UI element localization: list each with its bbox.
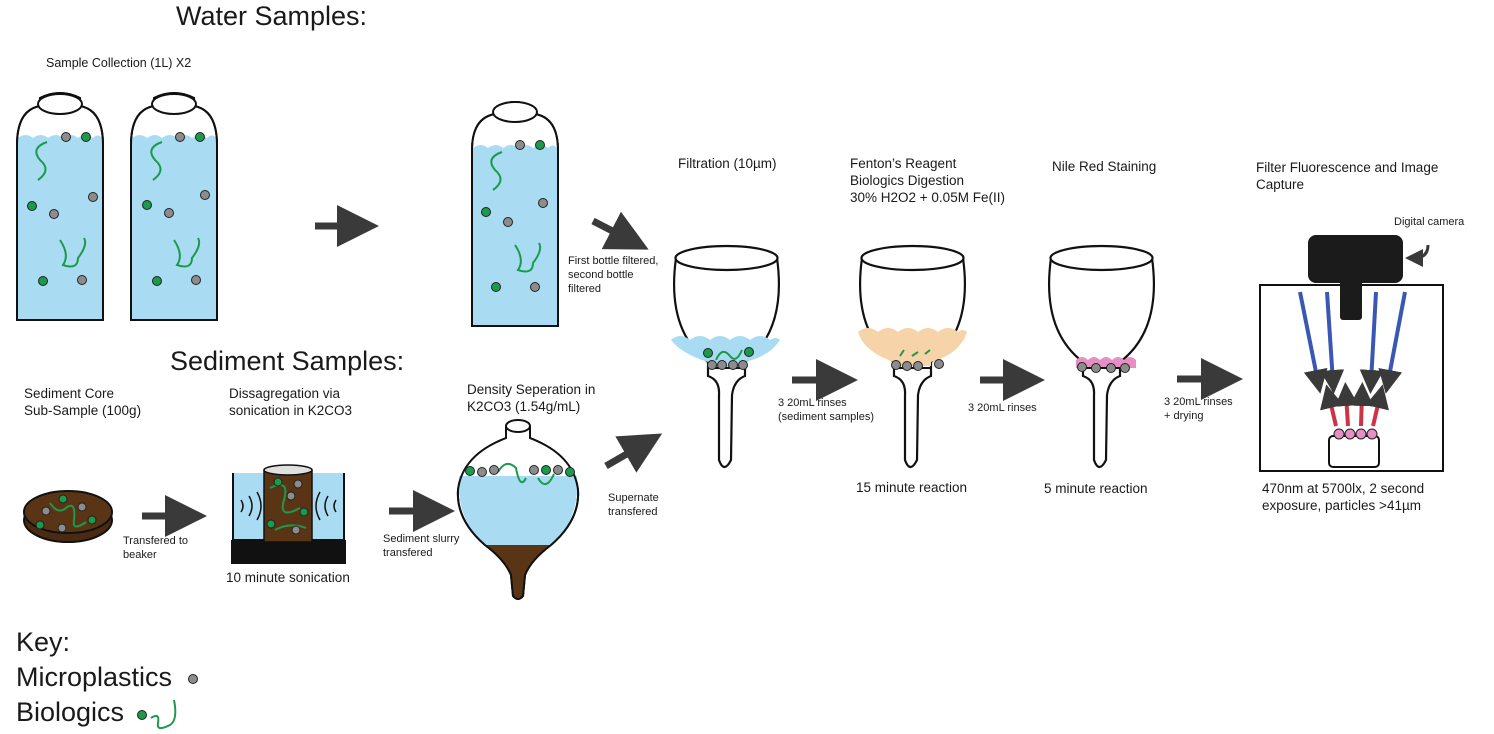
filtration-funnel [671,244,781,469]
arrow-separation-to-filtration [604,433,663,473]
sample-collection-label: Sample Collection (1L) X2 [46,56,192,70]
sediment-slurry-label: Sediment slurry transfered [383,533,460,559]
density-separation-label: Density Seperation in K2CO3 (1.54g/mL) [467,382,596,414]
supernate-label: Supernate transfered [608,492,659,518]
water-samples-heading: Water Samples: [176,1,368,31]
combined-water-bottle [471,101,559,327]
imaging-conditions-label: 470nm at 5700lx, 2 second exposure, part… [1262,481,1425,513]
sediment-samples-heading: Sediment Samples: [170,346,405,376]
rinses-label: 3 20mL rinses [968,402,1037,414]
key-biologics-label: Biologics [16,697,125,727]
five-minute-label: 5 minute reaction [1044,481,1148,496]
water-bottle-2 [130,92,218,321]
key-microplastics-label: Microplastics [16,662,173,692]
nile-red-label: Nile Red Staining [1052,159,1157,174]
transferred-to-beaker-label: Transfered to beaker [123,535,189,561]
digital-camera-label: Digital camera [1394,216,1465,228]
filtration-label: Filtration (10µm) [678,156,777,171]
first-bottle-filtered-label: First bottle filtered, second bottle fil… [568,255,659,295]
nile-red-funnel [1047,244,1156,469]
water-bottle-1 [16,92,104,321]
key-microplastic-icon [188,674,198,684]
arrow-bottle-to-filtration [591,211,649,250]
density-separation-funnel [456,419,580,600]
key-biologic-strand-icon [150,699,177,729]
fluorescence-imaging-box [1259,235,1444,472]
fenton-label: Fenton’s Reagent Biologics Digestion 30%… [850,156,1005,205]
camera-pointer-arrow [1405,244,1430,267]
key-title: Key: [16,627,71,657]
key-biologic-particle-icon [137,710,147,720]
sonication-beaker [231,464,346,564]
sediment-core-label: Sediment Core Sub-Sample (100g) [24,386,142,418]
fifteen-minute-label: 15 minute reaction [856,480,968,495]
disaggregation-label: Dissagregation via sonication in K2CO3 [229,386,353,418]
fenton-funnel [858,244,967,469]
sediment-core [23,490,113,543]
filter-fluorescence-label: Filter Fluorescence and Image Capture [1256,160,1439,192]
ten-minute-sonication-label: 10 minute sonication [226,570,350,585]
